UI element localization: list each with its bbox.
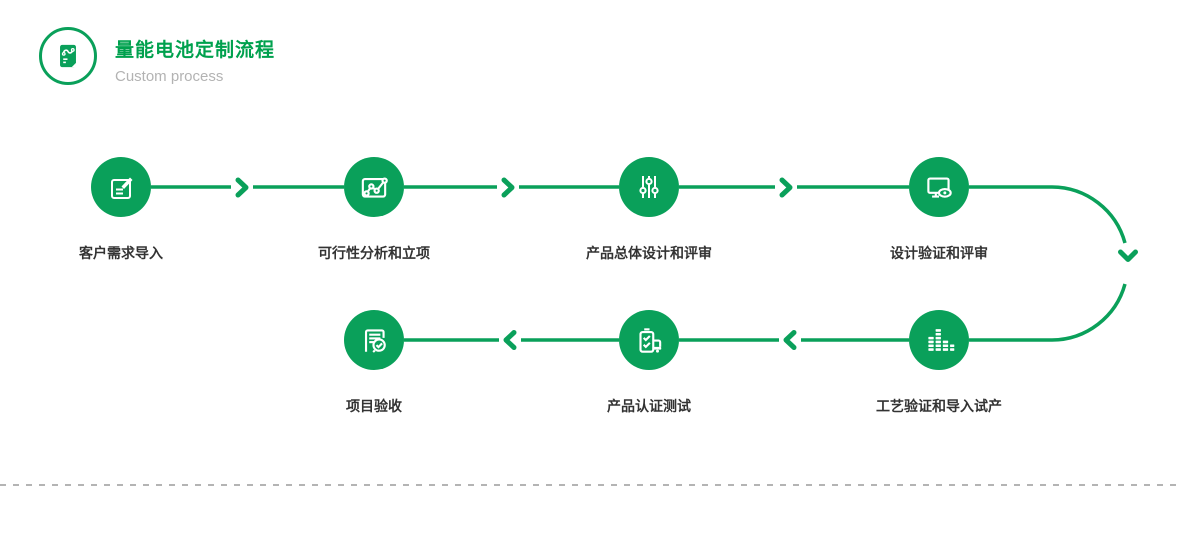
line-chart-icon: [361, 177, 388, 198]
flow-step-label: 可行性分析和立项: [318, 245, 430, 261]
page-title: 量能电池定制流程: [115, 40, 276, 61]
step-circle: [909, 310, 969, 370]
bottom-dashed-divider: [0, 484, 1179, 486]
sliders-icon: [639, 176, 659, 198]
step-circle: [344, 310, 404, 370]
header-badge: [39, 27, 97, 85]
monitor-review-icon: [927, 177, 952, 198]
step-circle: [619, 310, 679, 370]
arrow-left-icon: [783, 330, 797, 350]
flow-step-label: 工艺验证和导入试产: [876, 398, 1002, 414]
arrow-right-icon: [779, 177, 793, 198]
flow-step-label: 项目验收: [346, 398, 402, 414]
page-subtitle: Custom process: [115, 68, 224, 85]
process-document-icon: [60, 44, 76, 68]
battery-certification-icon: [639, 328, 662, 353]
step-circle: [619, 157, 679, 217]
step-circle: [91, 157, 151, 217]
arrow-right-icon: [501, 177, 515, 198]
step-circle: [909, 157, 969, 217]
arrow-down-icon: [1118, 249, 1138, 262]
arrow-right-icon: [235, 177, 249, 198]
arrow-left-icon: [503, 330, 517, 350]
flow-step-label: 产品认证测试: [607, 398, 691, 414]
header-text: 量能电池定制流程 Custom process: [115, 35, 275, 85]
flow-step-label: 设计验证和评审: [890, 245, 988, 261]
note-edit-icon: [111, 177, 133, 199]
step-circle: [344, 157, 404, 217]
document-check-icon: [364, 329, 386, 353]
flow-step-label: 产品总体设计和评审: [586, 245, 712, 261]
equalizer-bars-icon: [928, 329, 955, 351]
flow-step-label: 客户需求导入: [79, 245, 163, 261]
